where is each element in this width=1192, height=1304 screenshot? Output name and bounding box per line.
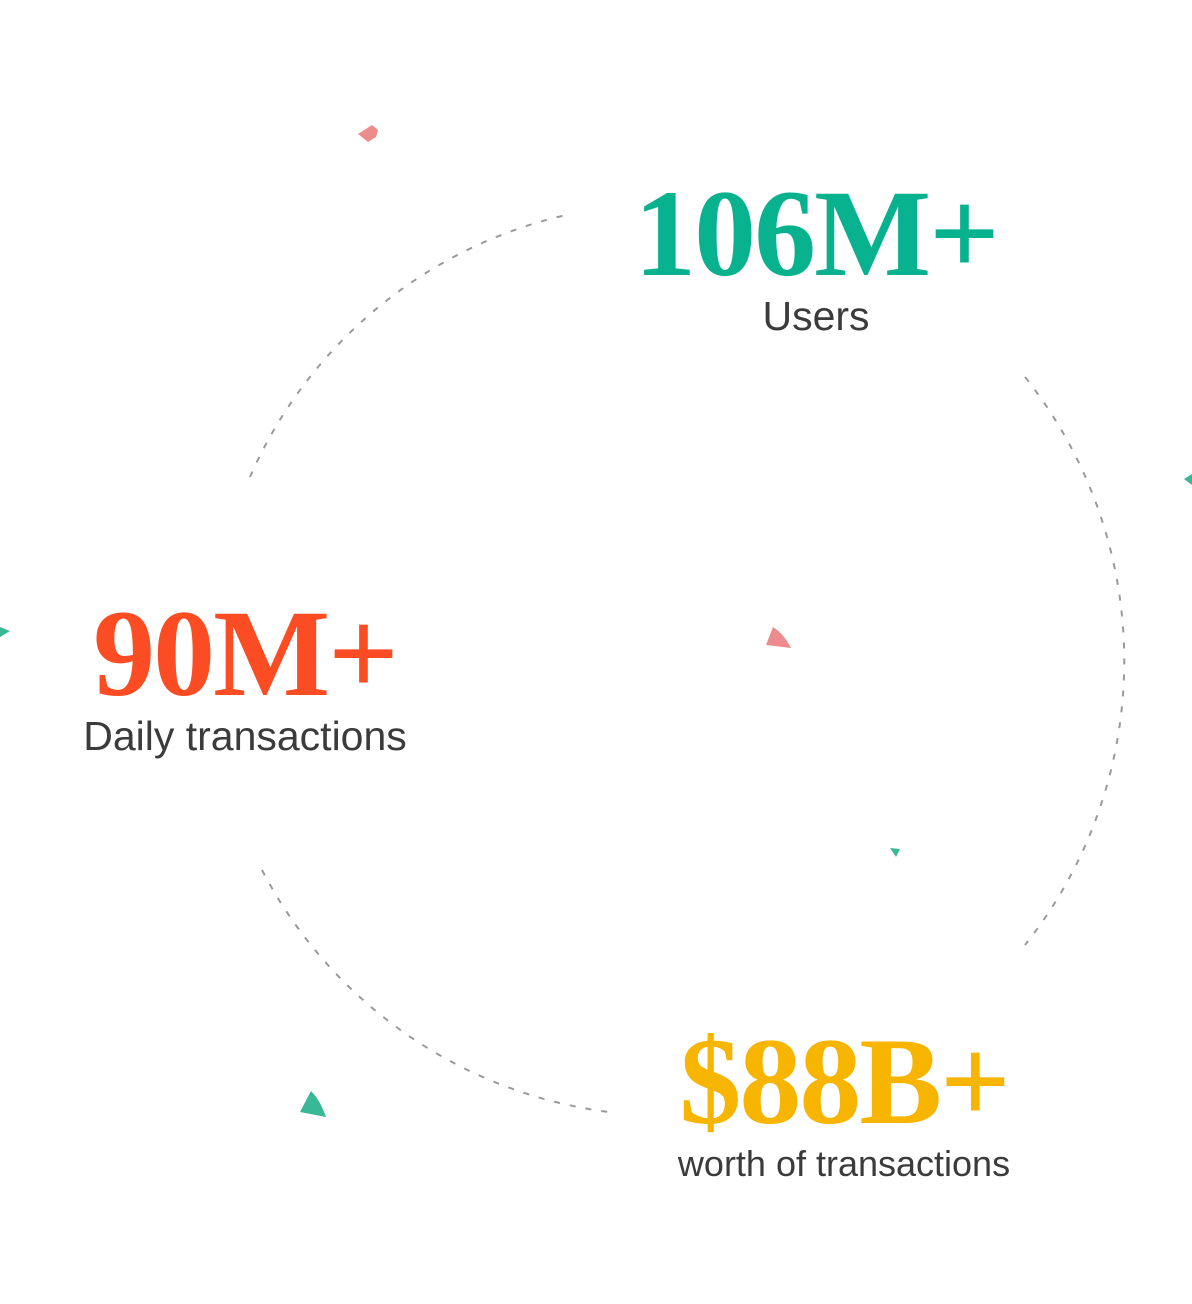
dashed-arc-right [1024,376,1126,946]
stat-users: 106M+ Users [634,165,1000,339]
confetti-teal-left [0,627,10,637]
stat-transaction-worth: $88B+ worth of transactions [677,1013,1011,1184]
stat-label: Users [762,293,870,339]
confetti-teal-small [890,848,900,857]
stat-value: $88B+ [679,1013,1010,1150]
stat-value: 90M+ [93,585,399,722]
dashed-arc-bottom-left [261,869,618,1114]
confetti-pink-top [358,125,378,142]
confetti-teal-right [1184,474,1192,485]
confetti-teal-bottom [300,1091,326,1117]
dashed-arc-top-left [249,214,567,478]
confetti-pink-center [766,627,791,648]
stat-value: 106M+ [634,165,1000,302]
stat-daily-transactions: 90M+ Daily transactions [83,592,407,757]
stat-label: Daily transactions [83,713,407,759]
stat-label: worth of transactions [677,1143,1011,1184]
